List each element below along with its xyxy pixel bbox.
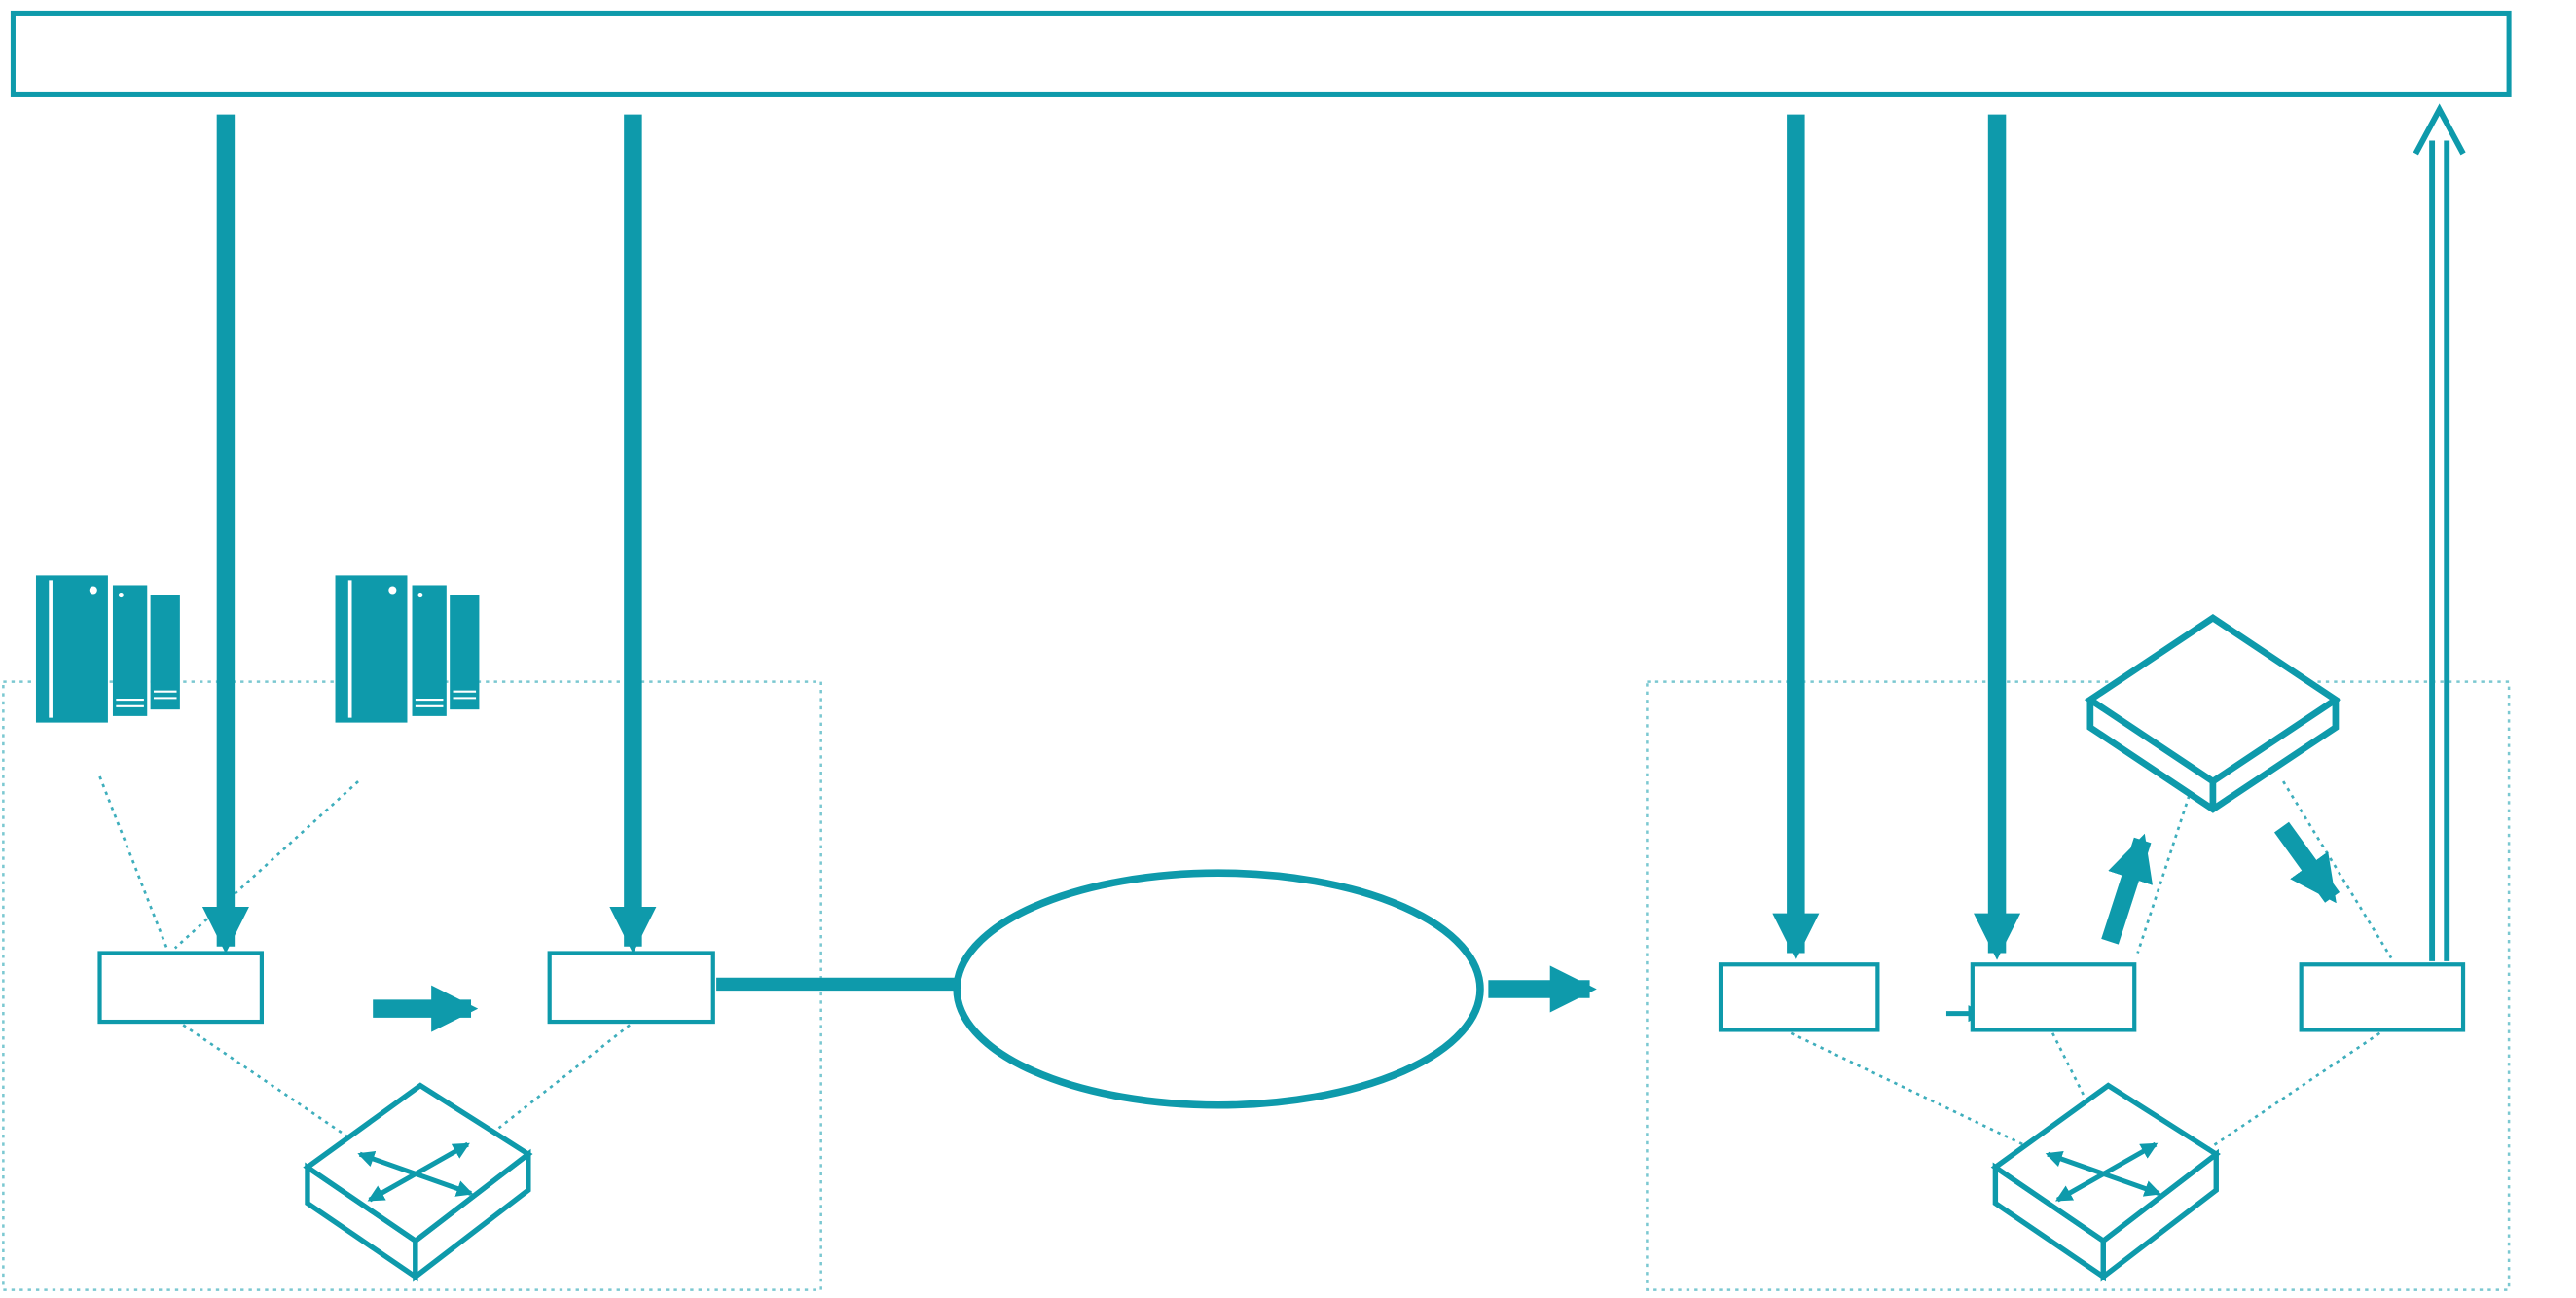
dotted-connector (2207, 1031, 2381, 1151)
server-towers-icon (35, 575, 180, 723)
server-towers-icon (335, 575, 480, 723)
cloud-ellipse (953, 869, 1484, 1109)
dotted-connector (1790, 1031, 2034, 1151)
right-box-1 (1718, 962, 1880, 1032)
right-box-2 (1970, 962, 2137, 1032)
dotted-connector (173, 780, 359, 950)
left-box-2 (547, 951, 715, 1025)
right-group-box (1646, 680, 2511, 1291)
dotted-connector (182, 1024, 353, 1141)
dotted-connector (2282, 780, 2393, 959)
up-double-arrow (2413, 103, 2466, 961)
dotted-connector (98, 775, 168, 949)
right-box-3 (2299, 962, 2466, 1032)
down-diagonal-arrow (2273, 821, 2340, 904)
up-diagonal-arrow (2101, 833, 2153, 945)
network-switch-icon (303, 1082, 533, 1282)
dotted-connector (497, 1024, 631, 1130)
top-banner (10, 10, 2512, 97)
network-switch-icon (1990, 1082, 2221, 1282)
dotted-connector (2136, 787, 2194, 954)
diamond-device-icon (2084, 614, 2342, 813)
left-box-1 (97, 951, 265, 1025)
